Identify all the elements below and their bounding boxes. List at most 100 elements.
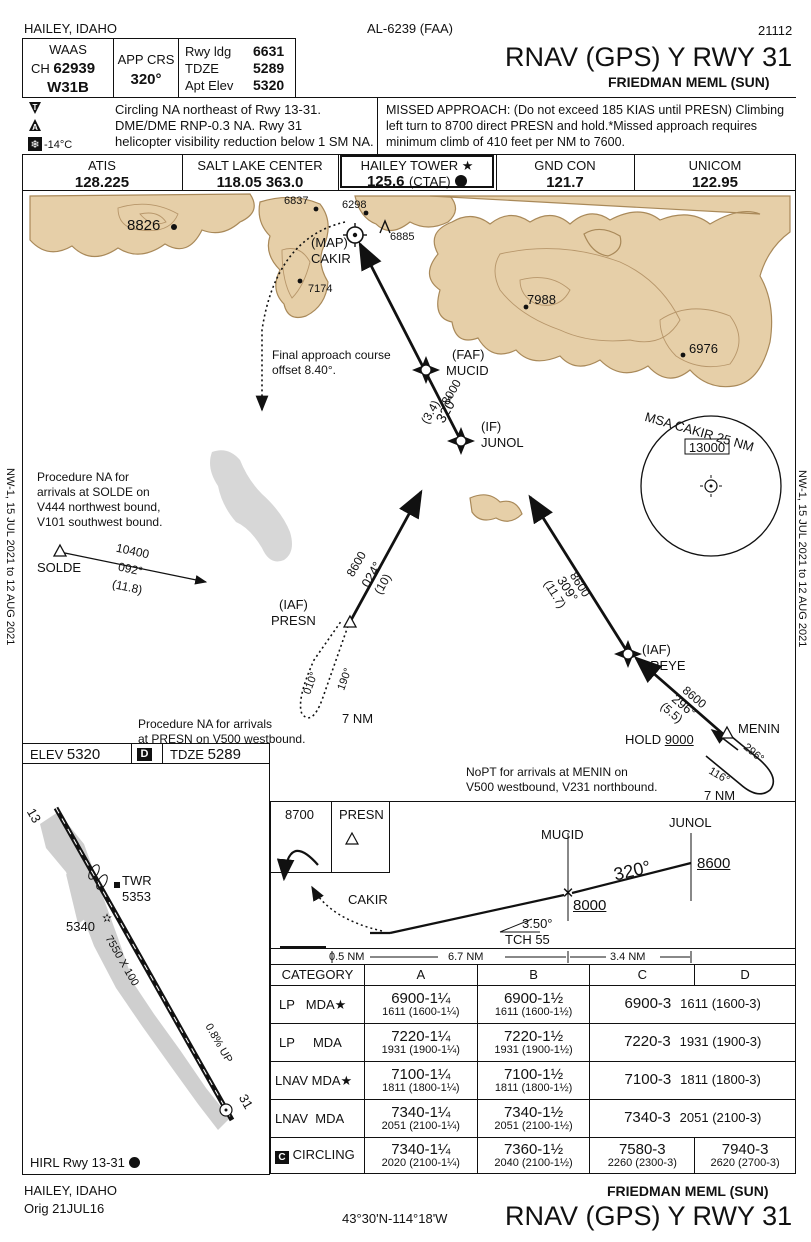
circ-b-min: 7360-1½ [503,1140,564,1158]
ma-altitude: 8700 [285,807,314,822]
peak-7988: 7988 [527,292,556,307]
cat-b-min: 7220-1½ [503,1027,564,1045]
cat-a-min: 7100-1¼ [391,1065,451,1083]
dist-segment-3: 3.4 NM [610,951,646,963]
footer-orig: Orig 21JUL16 [24,1201,105,1216]
terrain-shading [29,193,791,522]
temp-limit: -14°C [44,139,73,151]
cakir-fix [343,223,367,247]
waas-label: WAAS [49,42,87,57]
solde-note-4: V101 southwest bound. [37,515,163,529]
alternate-minimums-icon: A [28,118,42,137]
presn-iaf-label: (IAF) [279,597,308,612]
junol-label: JUNOL [481,435,524,450]
cat-b-hat: 1931 (1900-1½) [494,1043,573,1056]
comms-row [22,154,796,191]
channel-label: CH [31,61,50,76]
missed-line-1: MISSED APPROACH: (Do not exceed 185 KIAS… [386,103,785,117]
app-crs-value: 320° [130,71,162,88]
dist-segment-2: 6.7 NM [448,951,484,963]
menin-label: MENIN [738,721,780,736]
peak-6298: 6298 [342,199,367,211]
circ-b-hat: 2040 (2100-1½) [494,1156,573,1169]
row-label-mda: MDA [315,1110,345,1126]
airport-diagram [22,743,270,1175]
profile-view [270,801,796,949]
cat-b-hat: 1611 (1600-1½) [494,1005,573,1018]
distance-bar-lines [331,951,692,963]
unicom-freq: 122.95 [692,174,738,191]
tdze-value: 5289 [253,60,285,76]
app-crs-label: APP CRS [117,52,175,67]
mucid-label: MUCID [446,363,489,378]
cat-b-header: B [476,964,591,986]
cat-cd-hat: 1811 (1800-3) [680,1072,761,1088]
airport-graphics: ✫ [40,806,235,1130]
tower-box [340,155,494,188]
cat-b-min: 7340-1½ [503,1103,564,1121]
offset-note-2: offset 8.40°. [272,363,336,377]
svg-text:✫: ✫ [102,911,112,925]
hold-label: HOLD [625,732,662,747]
diagram-tdze-value: 5289 [207,746,241,763]
presn-note-1: Procedure NA for arrivals [138,717,273,731]
cat-b-min: 6900-1½ [503,989,564,1007]
missed-line-3: minimum climb of 410 feet per NM to 7600… [386,135,625,149]
circ-c-hat: 2260 (2300-3) [607,1156,677,1169]
tower-elev: 5353 [122,889,151,904]
row-label-type: LNAV [275,1110,308,1126]
cat-a-hat: 2051 (2100-1¼) [381,1119,460,1132]
procedure-title: RNAV (GPS) Y RWY 31 [505,42,793,72]
circling-icon: C [275,1150,289,1164]
cat-a-min: 7340-1¼ [391,1103,451,1121]
cat-a-hat: 1931 (1900-1¼) [381,1043,460,1056]
row-label-type: LP [279,996,295,1012]
presn-label: PRESN [271,613,316,628]
ctaf-label: (CTAF) [408,174,451,189]
amendment-number: 21112 [758,23,793,38]
oreye-iaf-label: (IAF) [642,642,671,657]
footer-coords: 43°30'N-114°18'W [342,1211,448,1226]
cat-a-header: A [363,964,478,986]
solde-label: SOLDE [37,560,82,575]
svg-text:❄: ❄ [30,138,39,151]
cat-cd-min: 7100-3 [624,1071,672,1089]
ground-freq: 121.7 [546,174,584,191]
peak-6837: 6837 [284,195,309,207]
note-line-2: DME/DME RNP-0.3 NA. Rwy 31 [115,118,303,133]
dist-segment-1: 0.5 NM [329,951,365,963]
cat-cd-min: 7340-3 [624,1109,671,1127]
offset-note-1: Final approach course [272,348,391,362]
footer-city: HAILEY, IDAHO [24,1183,117,1198]
diagram-icon: D [137,748,152,761]
svg-text:T: T [33,103,38,112]
center-freq: 118.05 363.0 [216,174,304,191]
peak-8826: 8826 [127,217,161,234]
svg-text:✕: ✕ [562,884,575,902]
atis-freq: 128.225 [74,174,130,191]
profile-cakir-label: CAKIR [348,892,388,907]
circ-a-min: 7340-1¼ [391,1140,451,1158]
menin-fix [719,725,735,739]
if-label: (IF) [481,419,502,434]
oreye-label: OREYE [640,658,686,673]
cat-b-hat: 1811 (1800-1½) [494,1081,573,1094]
pilot-lighting-icon-2 [128,1157,140,1168]
cat-a-min: 7220-1¼ [391,1027,451,1045]
cold-temp-icon: ❄ [28,137,42,156]
circ-d-hat: 2620 (2700-3) [710,1156,780,1169]
circling-label: CIRCLING [292,1146,355,1162]
hold-altitude: 9000 [664,732,694,747]
profile-mucid-label: MUCID [541,827,584,842]
tower-label: HAILEY TOWER ★ [360,158,474,173]
cat-cd-min: 6900-3 [624,995,672,1013]
nopt-note-1: NoPT for arrivals at MENIN on [466,765,628,779]
solde-fix [52,543,68,557]
row-label-type: LNAV [275,1072,308,1088]
row-label-mda: MDA [312,1034,342,1050]
pilot-lighting-icon [455,175,468,187]
cakir-label: CAKIR [311,251,351,266]
